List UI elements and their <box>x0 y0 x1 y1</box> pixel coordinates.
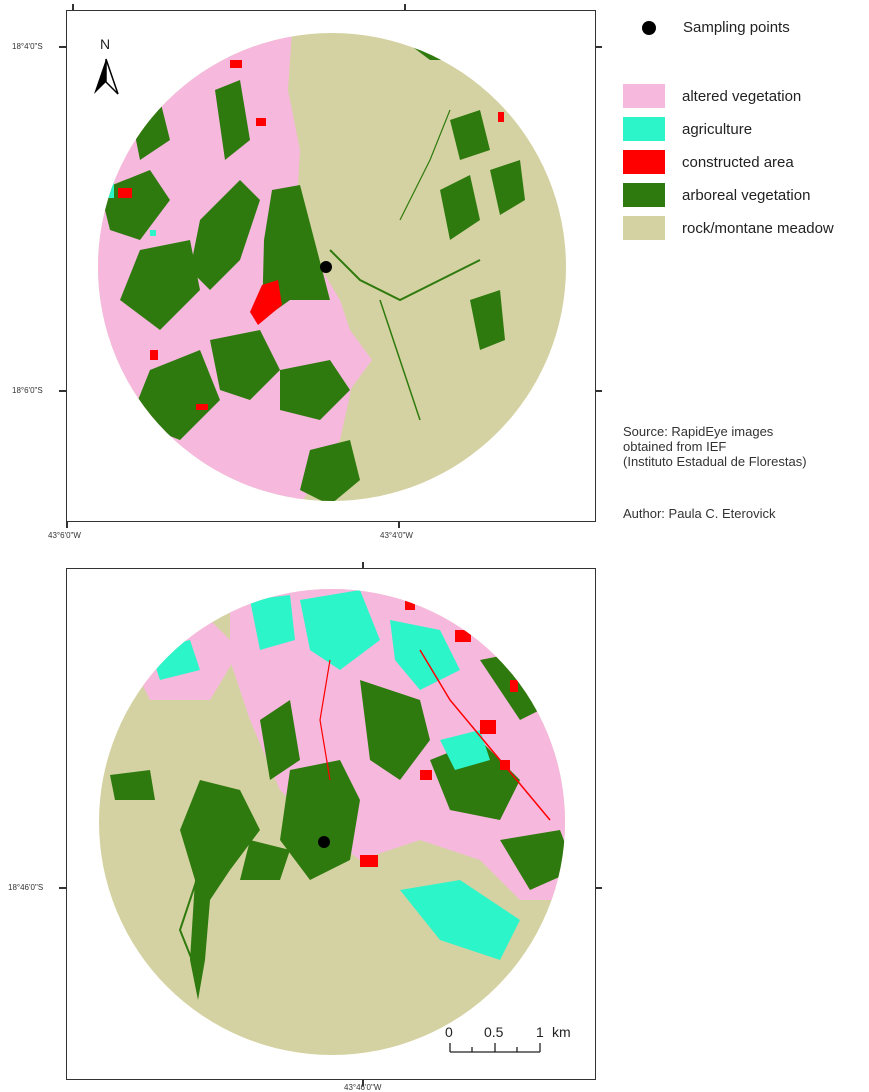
map-2-agriculture-2 <box>390 620 460 690</box>
legend-point-symbol <box>642 21 656 35</box>
map-1-tick-bottom-left <box>66 521 68 528</box>
map-1-agriculture-2 <box>150 230 156 236</box>
author-text: Author: Paula C. Eterovick <box>623 506 776 521</box>
scale-label-unit: km <box>552 1024 571 1040</box>
map-1-constructed-4 <box>196 404 208 410</box>
map-1-arboreal-west-2 <box>120 240 200 330</box>
map-1-constructed-main <box>250 280 282 325</box>
map-2-tick-left <box>59 887 66 889</box>
map-2-arboreal-central-3 <box>260 700 300 780</box>
map-2-stream-1 <box>178 869 201 981</box>
map-2-tick-top <box>362 562 364 569</box>
map-2-sampling-point <box>318 836 330 848</box>
legend-label-altered: altered vegetation <box>682 88 802 105</box>
north-label: N <box>100 36 111 52</box>
map-1-constructed-5 <box>150 350 158 360</box>
map-1-sampling-point <box>320 261 332 273</box>
map-1-lon-left: 43°6'0"W <box>48 531 81 540</box>
map-2-arboreal-east-2 <box>500 830 565 890</box>
map-1-arboreal-east-1 <box>440 175 480 240</box>
map-2-constructed-4 <box>420 770 432 780</box>
legend-point-label: Sampling points <box>683 19 790 36</box>
map-1-stream-3 <box>399 109 451 221</box>
map-1-arboreal-south-4 <box>300 440 360 501</box>
legend-swatch-agriculture <box>623 117 665 141</box>
map-2-tick-right <box>595 887 602 889</box>
north-arrow <box>94 58 119 95</box>
map-1-arboreal-south-3 <box>280 360 350 420</box>
scale-label-0: 0 <box>445 1024 453 1040</box>
map-1-constructed-2 <box>256 118 266 126</box>
map-2-agriculture-1 <box>300 590 380 670</box>
map-2-arboreal-west-1 <box>110 770 155 800</box>
source-line-2: obtained from IEF <box>623 439 727 454</box>
map-1-tick-top-right <box>404 4 406 11</box>
map-2-agriculture-3 <box>250 595 295 650</box>
map-1-arboreal-east-2 <box>490 160 525 215</box>
map-1-tick-top-left <box>72 4 74 11</box>
map-1-arboreal-west-1 <box>100 170 170 240</box>
map-2-constructed-7 <box>510 680 518 692</box>
map-2-road-1 <box>419 649 551 821</box>
legend-swatch-arboreal <box>623 183 665 207</box>
map-1-tick-bottom-right <box>398 521 400 528</box>
map-2-arboreal-south-west <box>180 780 260 1000</box>
map-1-stream-1 <box>329 249 481 302</box>
map-1-lon-right: 43°4'0"W <box>380 531 413 540</box>
map-1-constructed-6 <box>498 112 504 122</box>
map-2-road-2 <box>319 659 331 781</box>
map-2-constructed-2 <box>480 720 496 734</box>
map-2-arboreal-south-mid <box>240 840 290 880</box>
map-2-agriculture-6 <box>440 730 490 770</box>
map-1-arboreal-south-2 <box>210 330 280 400</box>
map-1-tick-right-top <box>595 46 602 48</box>
legend-swatch-constructed <box>623 150 665 174</box>
map-2-constructed-6 <box>405 600 415 610</box>
legend-label-constructed: constructed area <box>682 154 794 171</box>
map-2-constructed-1 <box>455 630 471 642</box>
legend-label-rock: rock/montane meadow <box>682 220 834 237</box>
scale-label-0-5: 0.5 <box>484 1024 504 1040</box>
scale-bar <box>449 1043 541 1053</box>
legend-label-agriculture: agriculture <box>682 121 753 138</box>
map-1-arboreal-east-3 <box>470 290 505 350</box>
map-2-lon: 43°46'0"W <box>344 1083 382 1092</box>
map-1-constructed-3 <box>230 60 242 68</box>
source-line-1: Source: RapidEye images <box>623 424 774 439</box>
legend-swatch-altered <box>623 84 665 108</box>
map-1-arboreal-northeast <box>450 110 490 160</box>
map-1-stream-2 <box>379 299 421 421</box>
legend-swatch-rock <box>623 216 665 240</box>
map-1-tick-left-bottom <box>59 390 66 392</box>
map-1 <box>94 33 566 501</box>
map-1-lat-top: 18°4'0"S <box>12 42 43 51</box>
map-1-tick-right-bottom <box>595 390 602 392</box>
map-2-arboreal-central-1 <box>280 760 360 880</box>
legend-label-arboreal: arboreal vegetation <box>682 187 811 204</box>
map-1-arboreal-mid-2 <box>215 80 250 160</box>
source-text: Source: RapidEye images obtained from IE… <box>623 424 807 469</box>
map-1-lat-bottom: 18°6'0"S <box>12 386 43 395</box>
source-line-3: (Instituto Estadual de Florestas) <box>623 454 807 469</box>
map-2-tick-bottom <box>362 1079 364 1086</box>
map-2-arboreal-central-2 <box>360 680 430 780</box>
map-1-tick-left-top <box>59 46 66 48</box>
map-2-agriculture-4 <box>400 880 520 960</box>
map-2-constructed-3 <box>360 855 378 867</box>
map-2-lat: 18°46'0"S <box>8 883 44 892</box>
map-1-constructed-1 <box>118 188 132 198</box>
scale-label-1: 1 <box>536 1024 544 1040</box>
map-1-arboreal-mid-1 <box>190 180 260 290</box>
